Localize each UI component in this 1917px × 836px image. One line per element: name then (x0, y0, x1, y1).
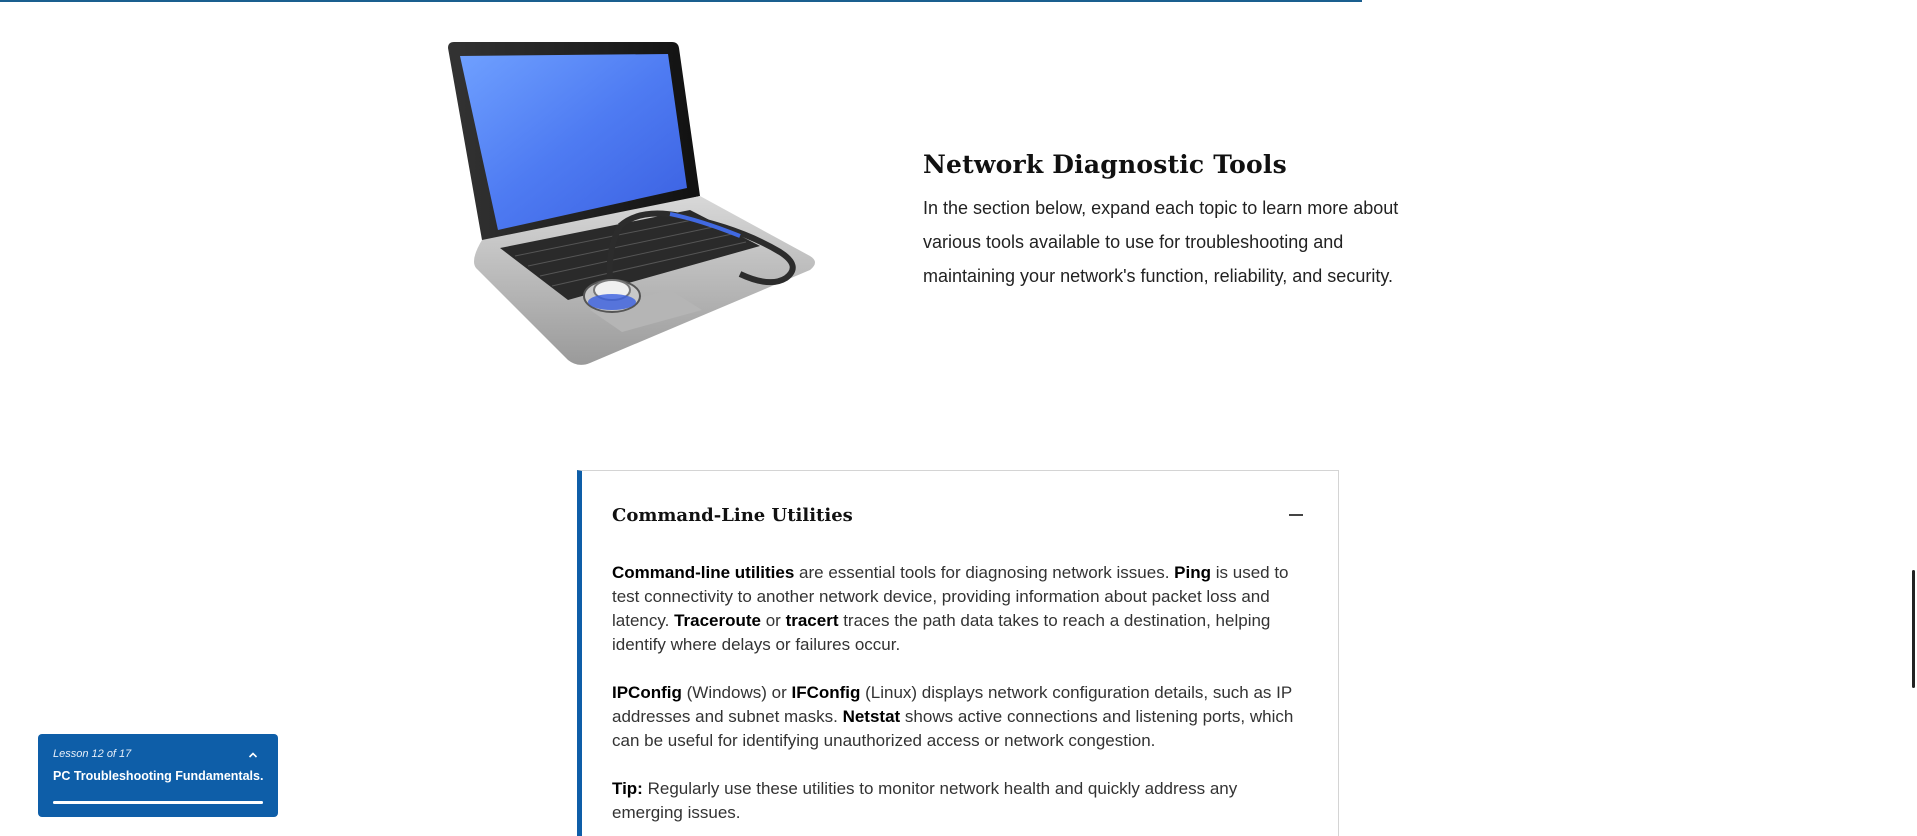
term-highlight: Command-line utilities (612, 563, 795, 582)
term-highlight: Tip: (612, 779, 643, 798)
section-title: Network Diagnostic Tools (923, 150, 1287, 179)
lesson-title: PC Troubleshooting Fundamentals... (53, 769, 263, 783)
term-highlight: Netstat (842, 707, 901, 726)
lesson-progress-bar (53, 801, 263, 804)
paragraph-text: (Linux) displays network configuration d… (612, 683, 1292, 726)
paragraph-text: shows active connections and listening p… (612, 707, 1294, 750)
paragraph-text: or (761, 611, 786, 630)
scrollbar[interactable] (1909, 0, 1917, 836)
section-description: In the section below, expand each topic … (923, 198, 1399, 286)
paragraph-text: Regularly use these utilities to monitor… (612, 779, 1238, 822)
progress-top-line (0, 0, 1362, 2)
laptop-stethoscope-image (440, 38, 850, 373)
minus-icon[interactable] (1284, 503, 1308, 527)
accordion-body: Command-line utilities are essential too… (582, 561, 1338, 825)
accordion-command-line-utilities: Command-Line Utilities Command-line util… (577, 470, 1339, 836)
lesson-count: Lesson 12 of 17 (53, 748, 132, 760)
accordion-paragraph: IPConfig (Windows) or IFConfig (Linux) d… (612, 681, 1304, 753)
lesson-progress-fill (53, 801, 263, 804)
paragraph-text: is used to test connectivity to another … (612, 563, 1289, 630)
term-highlight: IPConfig (612, 683, 682, 702)
accordion-header[interactable]: Command-Line Utilities (582, 471, 1338, 561)
paragraph-text: (Windows) or (681, 683, 792, 702)
accordion-paragraph: Tip: Regularly use these utilities to mo… (612, 777, 1304, 825)
hero-text-block: Network Diagnostic Tools In the section … (923, 150, 1403, 293)
lesson-navigation-widget[interactable]: Lesson 12 of 17 PC Troubleshooting Funda… (38, 734, 278, 817)
term-highlight: tracert (785, 611, 839, 630)
term-highlight: Ping (1174, 563, 1212, 582)
chevron-up-icon[interactable] (248, 750, 258, 760)
term-highlight: IFConfig (791, 683, 861, 702)
accordion-title: Command-Line Utilities (612, 505, 853, 526)
scrollbar-thumb[interactable] (1912, 570, 1915, 688)
term-highlight: Traceroute (674, 611, 761, 630)
accordion-paragraph: Command-line utilities are essential too… (612, 561, 1304, 657)
paragraph-text: traces the path data takes to reach a de… (612, 611, 1271, 654)
paragraph-text: are essential tools for diagnosing netwo… (794, 563, 1175, 582)
